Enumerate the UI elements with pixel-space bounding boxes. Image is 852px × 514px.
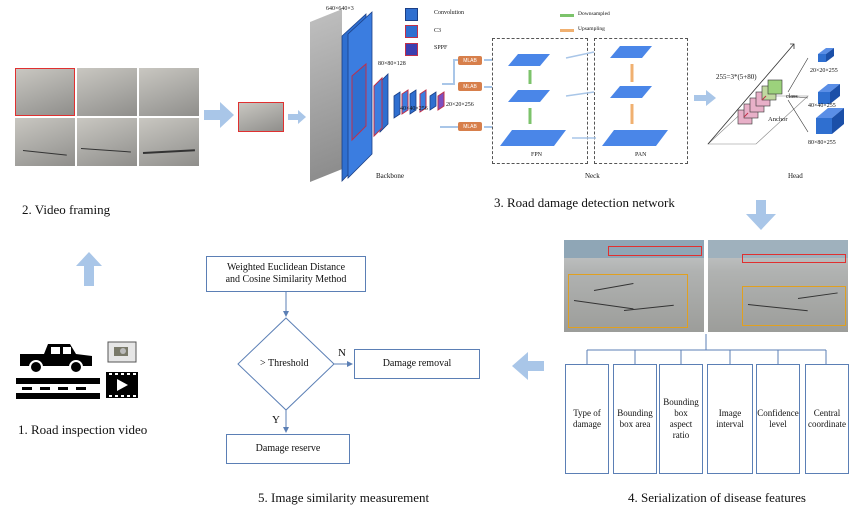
mlab-2: MLAB bbox=[458, 82, 482, 91]
fpn-label: FPN bbox=[531, 152, 543, 158]
legend-sppf-icon bbox=[405, 43, 418, 56]
legend-upsampling-icon bbox=[560, 29, 574, 32]
head-anchor-diagram bbox=[707, 43, 809, 145]
input-size-label: 640×640×3 bbox=[326, 6, 354, 12]
flowchart-connectors bbox=[237, 292, 353, 433]
feature-bbox-aspect-ratio: Bounding box aspect ratio bbox=[659, 364, 703, 474]
step5-label: 5. Image similarity measurement bbox=[258, 490, 430, 505]
bbox-red-2 bbox=[742, 254, 846, 263]
method-line1: Weighted Euclidean Distance bbox=[226, 261, 346, 273]
feature-confidence-level: Confidence level bbox=[756, 364, 800, 474]
no-label: N bbox=[338, 347, 346, 359]
legend-c3-label: C3 bbox=[434, 28, 442, 34]
pan-label: PAN bbox=[635, 152, 647, 158]
legend-downsampled-icon bbox=[560, 14, 574, 17]
dim-40-label: 40×40×256 bbox=[400, 106, 428, 112]
arrow-down-icon bbox=[746, 200, 776, 230]
head-out-80: 80×80×255 bbox=[808, 140, 836, 146]
decision-label: > Threshold bbox=[260, 358, 309, 369]
head-class-label: class bbox=[786, 94, 798, 100]
arrow-left-icon bbox=[512, 352, 544, 380]
neck-planes bbox=[500, 46, 668, 146]
feature-bbox-area: Bounding box area bbox=[613, 364, 657, 474]
step1-label: 1. Road inspection video bbox=[18, 422, 148, 437]
legend-convolution-label: Convolution bbox=[434, 10, 465, 16]
legend-c3-icon bbox=[405, 25, 418, 38]
legend-sppf-label: SPPF bbox=[434, 45, 448, 51]
frame-3 bbox=[139, 68, 199, 116]
head-formula-label: 255=3*(5+80) bbox=[716, 73, 757, 81]
backbone-to-neck-connectors bbox=[440, 59, 492, 128]
frame-5 bbox=[77, 118, 137, 166]
legend-upsampling-label: Upsampling bbox=[578, 26, 605, 32]
dim-20-label: 20×20×256 bbox=[446, 102, 474, 108]
damage-reserve-box: Damage reserve bbox=[226, 434, 350, 464]
head-connector-lines bbox=[787, 57, 809, 133]
mlab-1: MLAB bbox=[458, 56, 482, 65]
neck-pan-frame bbox=[594, 38, 688, 164]
road-inspection-video-icon bbox=[14, 336, 140, 402]
frame-4 bbox=[15, 118, 75, 166]
backbone-blocks bbox=[341, 11, 445, 182]
similarity-method-box: Weighted Euclidean Distance and Cosine S… bbox=[206, 256, 366, 292]
mlab-3: MLAB bbox=[458, 122, 482, 131]
arrow-right-small-icon bbox=[288, 110, 306, 124]
neck-fpn-frame bbox=[492, 38, 588, 164]
frame-1 bbox=[15, 68, 75, 116]
head-out-40: 40×40×255 bbox=[808, 103, 836, 109]
head-out-20: 20×20×255 bbox=[810, 68, 838, 74]
step3-label: 3. Road damage detection network bbox=[494, 195, 675, 210]
feature-list: Type of damage Bounding box area Boundin… bbox=[565, 364, 849, 474]
video-frames-grid bbox=[15, 68, 199, 166]
yes-label: Y bbox=[272, 414, 280, 426]
head-label: Head bbox=[788, 172, 803, 180]
step4-label: 4. Serialization of disease features bbox=[628, 490, 806, 505]
feature-type-of-damage: Type of damage bbox=[565, 364, 609, 474]
head-output-cubes bbox=[816, 48, 844, 134]
backbone-label: Backbone bbox=[376, 172, 404, 180]
frame-6 bbox=[139, 118, 199, 166]
arrow-right-icon bbox=[204, 102, 234, 128]
method-line2: and Cosine Similarity Method bbox=[225, 274, 347, 285]
legend-downsampled-label: Downsampled bbox=[578, 11, 610, 17]
selected-frame bbox=[238, 102, 284, 132]
neck-to-head-arrow-icon bbox=[694, 90, 716, 106]
feature-image-interval: Image interval bbox=[707, 364, 753, 474]
head-anchor-label: Anchor bbox=[768, 116, 788, 123]
damage-removal-box: Damage removal bbox=[354, 349, 480, 379]
legend-convolution-icon bbox=[405, 8, 418, 21]
frame-2 bbox=[77, 68, 137, 116]
dim-80-label: 80×80×128 bbox=[378, 61, 406, 67]
bbox-orange-1 bbox=[568, 274, 688, 328]
arrow-up-icon bbox=[76, 252, 102, 286]
feature-central-coordinate: Central coordinate bbox=[805, 364, 849, 474]
feature-tree-lines bbox=[586, 334, 827, 364]
bbox-orange-2 bbox=[742, 286, 846, 326]
neck-label: Neck bbox=[585, 172, 600, 180]
bbox-red-1 bbox=[608, 246, 702, 256]
step2-label: 2. Video framing bbox=[22, 202, 111, 217]
detection-image-2 bbox=[708, 240, 848, 332]
detection-image-1 bbox=[564, 240, 704, 332]
